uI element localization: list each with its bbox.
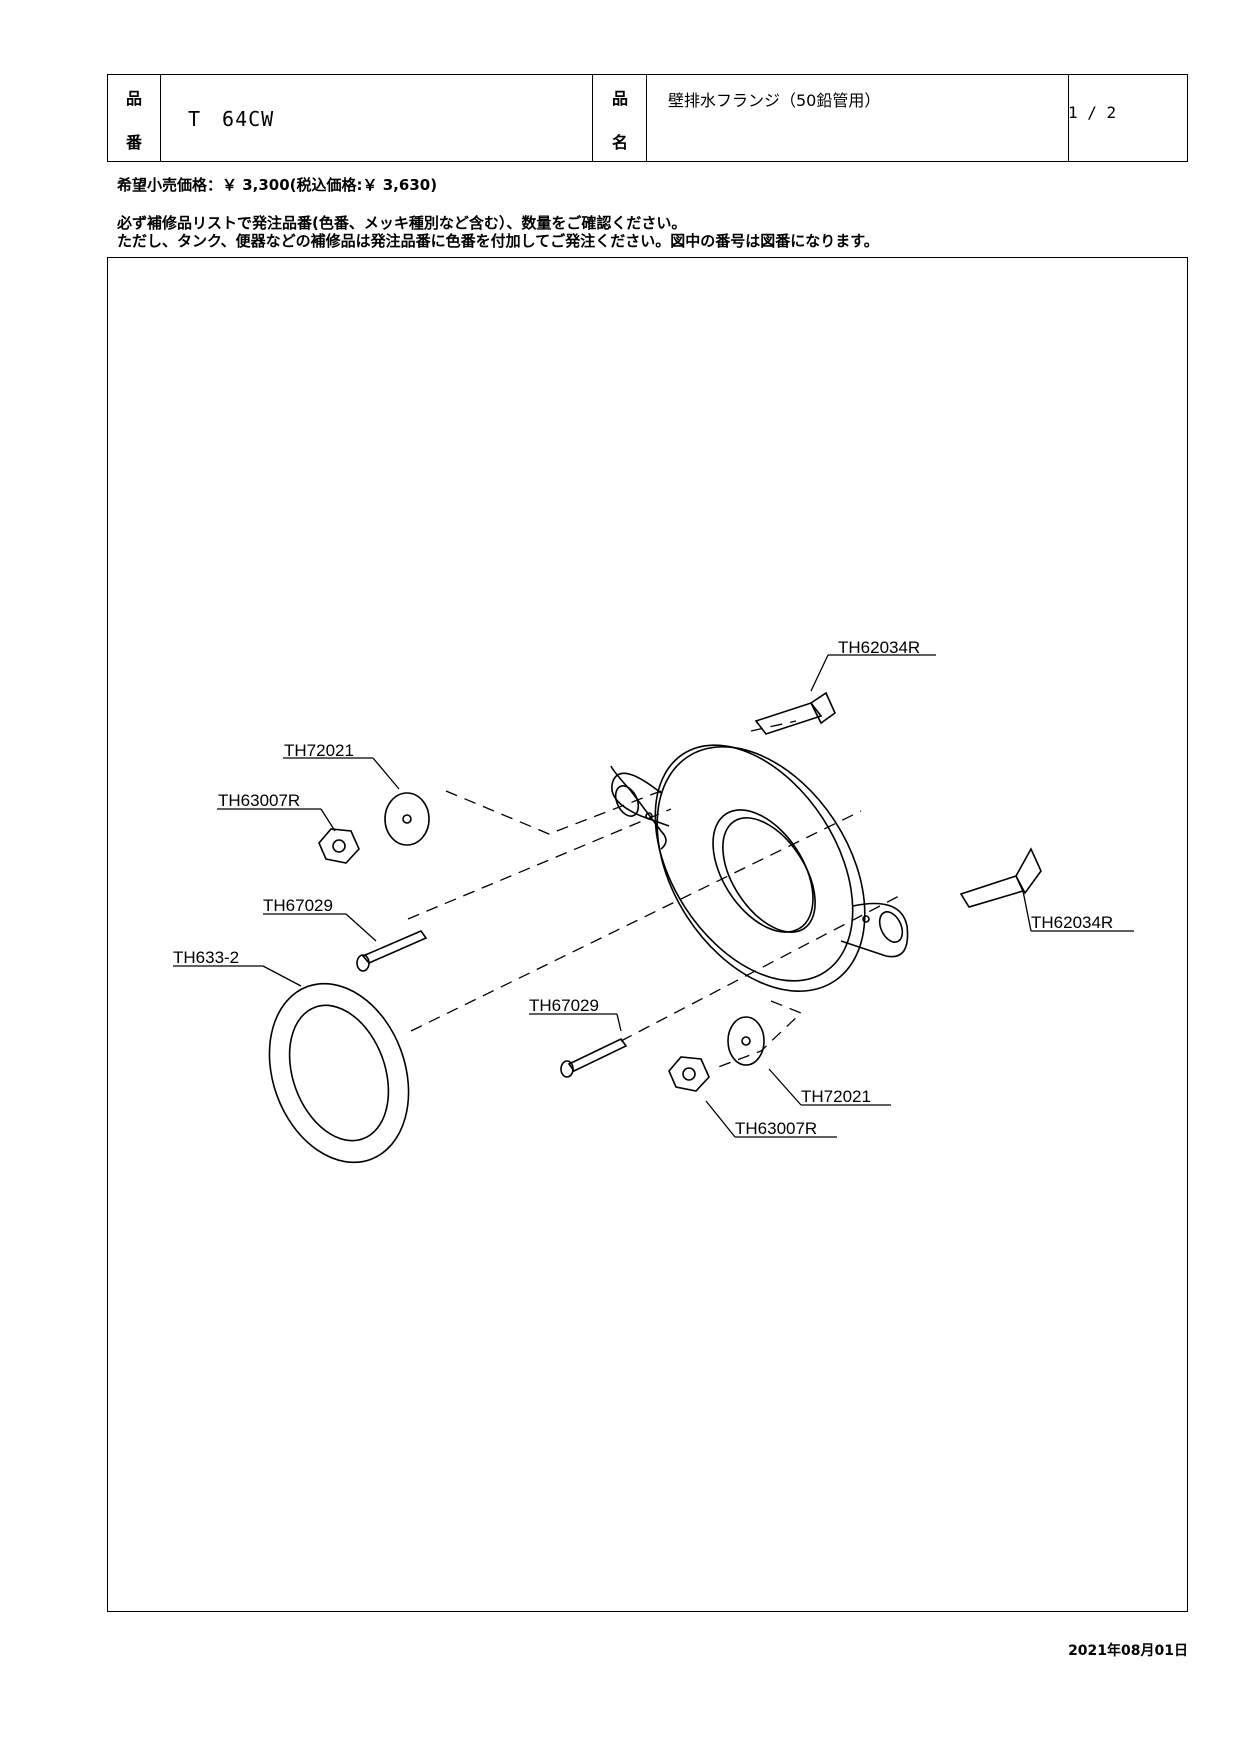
washer	[384, 792, 765, 1066]
note-line: 必ず補修品リストで発注品番(色番、メッキ種別など含む）、数量をご確認ください。	[117, 214, 687, 232]
gasket-ring	[268, 982, 410, 1164]
callout-washer-right: TH72021	[801, 1087, 871, 1106]
part-name-label: 名	[611, 133, 628, 152]
callout-bolt-top: TH62034R	[838, 638, 921, 657]
leaders	[173, 654, 1134, 1138]
title-block: 品 番 T 64CW 品 名 壁排水フランジ（50鉛管用） 1 / 2	[107, 74, 1188, 162]
flange	[610, 744, 909, 992]
divider	[646, 75, 647, 161]
exploded-diagram-frame: TH62034R TH72021 TH63007R TH67029 TH633-…	[107, 257, 1188, 1612]
divider	[1068, 75, 1069, 161]
screw	[356, 930, 628, 1078]
callout-bolt-right: TH62034R	[1031, 913, 1114, 932]
callout-nut-right: TH63007R	[735, 1119, 818, 1138]
exploded-diagram	[173, 654, 1134, 1164]
part-number: T 64CW	[188, 107, 275, 131]
bolt	[754, 691, 1042, 908]
divider	[160, 75, 161, 161]
assembly-lines	[407, 720, 902, 1070]
note-line: ただし、タンク、便器などの補修品は発注品番に色番を付加してご発注ください。図中の…	[117, 232, 879, 250]
nut	[318, 828, 710, 1092]
callout-washer-left: TH72021	[284, 741, 354, 760]
divider	[592, 75, 593, 161]
retail-price: 希望小売価格：￥ 3,300(税込価格:￥ 3,630)	[117, 176, 438, 194]
callout-screw-left: TH67029	[263, 896, 333, 915]
page-number: 1 / 2	[1068, 103, 1117, 122]
part-name: 壁排水フランジ（50鉛管用）	[668, 91, 881, 110]
part-no-label: 品	[125, 89, 142, 108]
callout-gasket: TH633-2	[173, 948, 240, 967]
callout-screw-lower: TH67029	[529, 996, 599, 1015]
part-name-label: 品	[611, 89, 628, 108]
issue-date: 2021年08月01日	[1068, 1643, 1188, 1659]
callout-nut-left: TH63007R	[218, 791, 301, 810]
part-no-label: 番	[125, 133, 142, 152]
